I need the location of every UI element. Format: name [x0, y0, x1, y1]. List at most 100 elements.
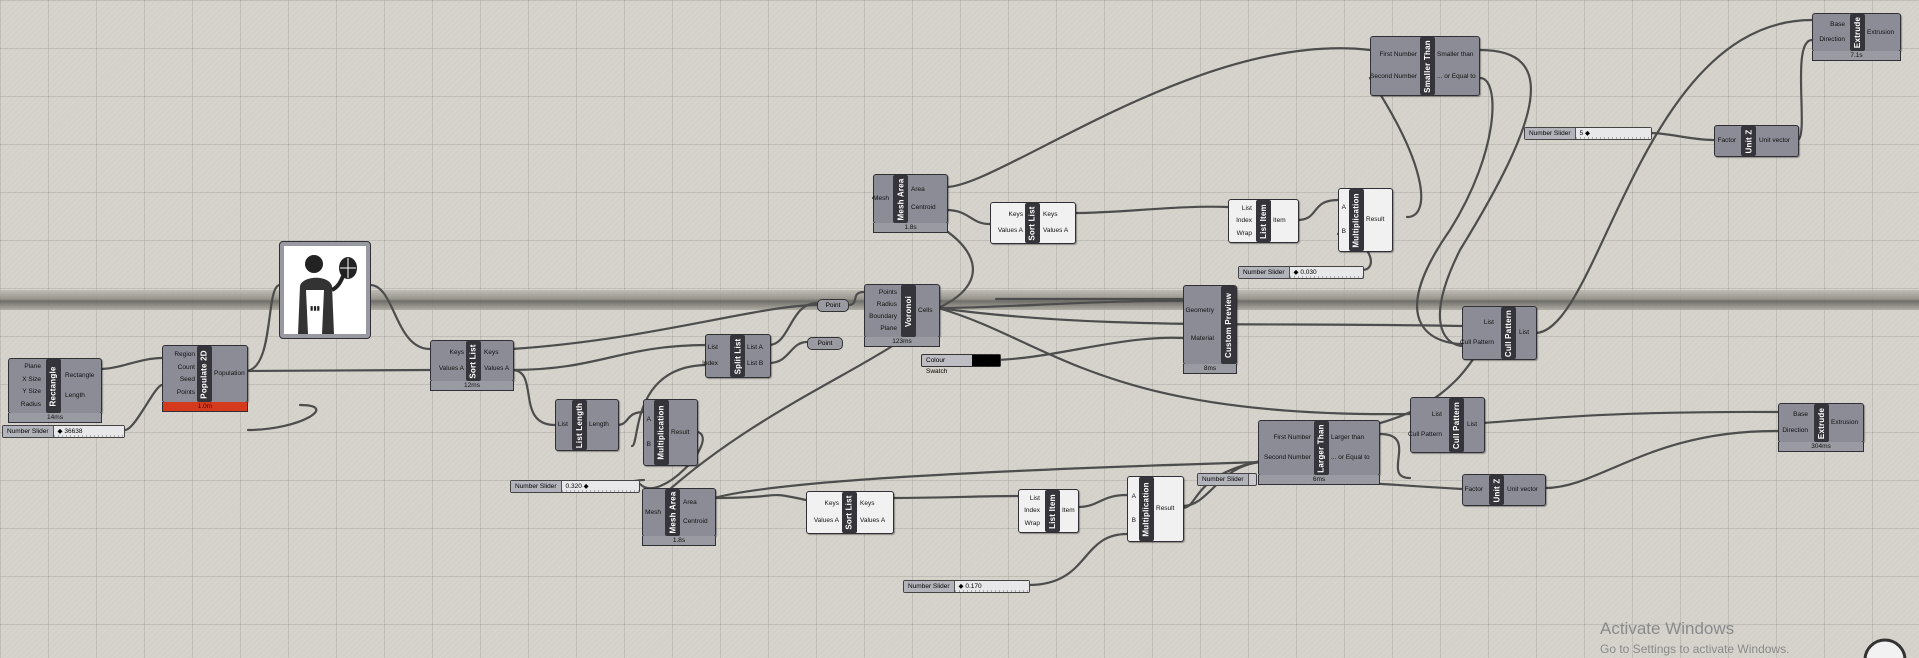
extrude-component[interactable]: Base Direction Extrude Extrusion 7.1s	[1812, 13, 1901, 61]
port-larger-than[interactable]: Larger than	[1331, 433, 1365, 441]
sort-list-component[interactable]: Keys Values A Sort List Keys Values A 12…	[430, 340, 514, 391]
port-smaller-than[interactable]: Smaller than	[1437, 51, 1474, 58]
voronoi-component[interactable]: Points Radius Boundary Plane Voronoi Cel…	[864, 284, 940, 347]
port-keys[interactable]: Keys	[824, 500, 839, 508]
port-cull-pattern[interactable]: Cull Pattern	[1408, 431, 1442, 439]
port-b[interactable]: B	[646, 440, 651, 448]
port-a[interactable]: A	[1131, 493, 1136, 500]
port-keys-out[interactable]: Keys	[1043, 211, 1058, 218]
port-length[interactable]: Length	[589, 421, 609, 428]
port-b[interactable]: B	[1341, 227, 1346, 235]
port-cull-pattern[interactable]: Cull Pattern	[1460, 339, 1494, 346]
port-factor[interactable]: Factor	[1717, 137, 1736, 144]
port-geometry[interactable]: Geometry	[1185, 306, 1214, 314]
swatch-color[interactable]	[972, 355, 1000, 366]
cull-pattern-component[interactable]: List Cull Pattern Cull Pattern List	[1460, 306, 1537, 360]
port-b[interactable]: B	[1131, 517, 1136, 524]
number-slider[interactable]: Number Slider ◆ 0.030	[1238, 266, 1364, 279]
port-points[interactable]: Points	[176, 389, 195, 397]
populate-2d-component[interactable]: Region Count Seed Points Populate 2D Pop…	[162, 345, 248, 412]
port-centroid[interactable]: Centroid	[911, 204, 936, 212]
port-list[interactable]: List	[1241, 204, 1252, 212]
port-values-a-out[interactable]: Values A	[1043, 227, 1069, 234]
multiplication-component[interactable]: A B Multiplication Result	[1338, 188, 1393, 252]
port-keys-out[interactable]: Keys	[484, 349, 499, 356]
mesh-area-component[interactable]: Mesh Mesh Area Area Centroid 1.8s	[642, 488, 716, 546]
larger-than-component[interactable]: First Number Second Number Larger Than L…	[1258, 420, 1380, 485]
number-slider[interactable]: Number Slider ◆ 36638	[2, 425, 125, 438]
port-extrusion[interactable]: Extrusion	[1831, 419, 1859, 426]
port-factor[interactable]: Factor	[1464, 486, 1483, 493]
port-values-a[interactable]: Values A	[438, 365, 464, 372]
port-item[interactable]: Item	[1273, 217, 1286, 224]
port-population[interactable]: Population	[214, 370, 245, 377]
port-result[interactable]: Result	[1156, 505, 1175, 512]
port-plane[interactable]: Plane	[24, 363, 41, 371]
port-first-number[interactable]: First Number	[1379, 51, 1417, 58]
list-item-component[interactable]: List Index Wrap List Item Item	[1228, 199, 1299, 243]
port-values-a[interactable]: Values A	[997, 227, 1023, 234]
port-boundary[interactable]: Boundary	[869, 313, 897, 320]
port-keys[interactable]: Keys	[1008, 211, 1023, 218]
port-list-out[interactable]: List	[1467, 421, 1478, 428]
split-list-component[interactable]: List Index Split List List A List B	[702, 334, 771, 378]
port-keys-out[interactable]: Keys	[860, 500, 875, 508]
port-direction[interactable]: Direction	[1819, 36, 1845, 43]
port-list[interactable]: List	[707, 343, 718, 351]
multiplication-component[interactable]: A B Multiplication Result	[643, 399, 698, 466]
port-values-a-out[interactable]: Values A	[860, 516, 886, 524]
list-item-component[interactable]: List Index Wrap List Item Item	[1018, 489, 1079, 533]
sort-list-component[interactable]: Keys Values A Sort List Keys Values A	[990, 202, 1076, 244]
port-centroid[interactable]: Centroid	[683, 517, 708, 525]
port-unit-vector[interactable]: Unit vector	[1507, 486, 1539, 493]
port-a[interactable]: A	[1341, 204, 1346, 212]
port-unit-vector[interactable]: Unit vector	[1759, 137, 1791, 144]
point-parameter[interactable]: Point	[807, 337, 843, 350]
rectangle-component[interactable]: Plane X Size Y Size Radius Rectangle Rec…	[8, 358, 102, 423]
port-x-size[interactable]: X Size	[22, 375, 41, 383]
port-cells[interactable]: Cells	[918, 307, 933, 314]
port-material[interactable]: Material	[1190, 335, 1214, 343]
port-second-number[interactable]: Second Number	[1370, 73, 1417, 80]
multiplication-component[interactable]: A B Multiplication Result	[1127, 476, 1184, 542]
port-count[interactable]: Count	[177, 363, 195, 371]
port-list[interactable]: List	[557, 421, 568, 428]
unit-z-component[interactable]: Factor Unit Z Unit vector	[1714, 125, 1799, 157]
port-mesh[interactable]: Mesh	[873, 195, 889, 202]
port-area[interactable]: Area	[911, 185, 925, 193]
port-list-a[interactable]: List A	[747, 343, 763, 351]
port-area[interactable]: Area	[683, 499, 697, 507]
port-base[interactable]: Base	[1793, 411, 1808, 419]
port-seed[interactable]: Seed	[179, 376, 195, 384]
port-second-number[interactable]: Second Number	[1264, 454, 1311, 462]
port-rectangle[interactable]: Rectangle	[65, 371, 95, 379]
port-radius[interactable]: Radius	[20, 400, 41, 408]
port-radius[interactable]: Radius	[876, 301, 897, 308]
number-slider[interactable]: Number Slider 5 ◆	[1524, 127, 1652, 140]
list-length-component[interactable]: List List Length Length	[555, 399, 619, 451]
port-or-equal[interactable]: ... or Equal to	[1437, 73, 1476, 80]
custom-preview-component[interactable]: Geometry Material Custom Preview 8ms	[1183, 285, 1237, 374]
port-keys[interactable]: Keys	[449, 349, 464, 356]
port-plane[interactable]: Plane	[880, 325, 897, 332]
colour-swatch[interactable]: Colour Swatch	[921, 354, 1001, 375]
port-index[interactable]: Index	[702, 360, 718, 368]
port-base[interactable]: Base	[1830, 21, 1845, 28]
number-slider[interactable]: Number Slider 0.320 ◆	[510, 480, 640, 493]
port-list[interactable]: List	[1029, 494, 1040, 502]
port-list-b[interactable]: List B	[747, 360, 764, 368]
port-wrap[interactable]: Wrap	[1236, 229, 1252, 237]
port-wrap[interactable]: Wrap	[1024, 519, 1040, 527]
number-slider[interactable]: Number Slider	[1197, 473, 1257, 486]
extrude-component[interactable]: Base Direction Extrude Extrusion 304ms	[1778, 403, 1864, 452]
canvas-navigation-icon[interactable]	[1860, 632, 1910, 658]
port-list[interactable]: List	[1483, 319, 1494, 326]
sort-list-component[interactable]: Keys Values A Sort List Keys Values A	[806, 491, 894, 534]
port-length[interactable]: Length	[65, 392, 85, 400]
port-direction[interactable]: Direction	[1782, 426, 1808, 434]
port-index[interactable]: Index	[1024, 507, 1040, 514]
port-or-equal[interactable]: ... or Equal to	[1331, 454, 1370, 462]
port-extrusion[interactable]: Extrusion	[1867, 28, 1895, 36]
number-slider[interactable]: Number Slider ◆ 0.170	[903, 580, 1030, 593]
